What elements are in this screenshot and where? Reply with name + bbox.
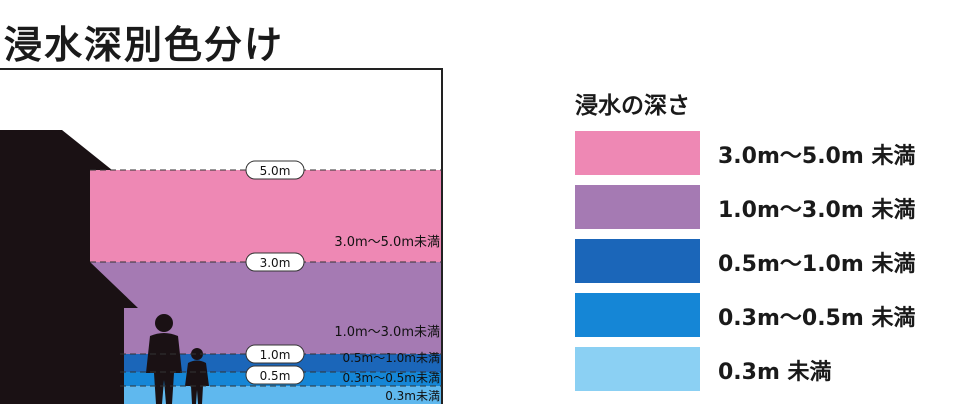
marker-5m-pill: [245, 160, 305, 180]
band-label-3-5m: 3.0m～5.0m未満: [334, 235, 440, 250]
legend-swatch: [575, 347, 700, 391]
legend-swatch: [575, 131, 700, 175]
marker-5m: 5.0m: [260, 164, 291, 178]
band-label-under-0.3m: 0.3m未満: [385, 389, 440, 403]
legend-label: 0.3m～0.5m 未満: [718, 306, 916, 331]
legend-item: 0.3m 未満: [575, 347, 965, 395]
marker-3m-pill: [245, 252, 305, 272]
legend-swatch: [575, 185, 700, 229]
legend-label: 3.0m～5.0m 未満: [718, 144, 916, 169]
legend-item: 1.0m～3.0m 未満: [575, 185, 965, 233]
band-label-0.5-1m: 0.5m～1.0m未満: [342, 351, 440, 365]
band-label-1-3m: 1.0m～3.0m未満: [334, 325, 440, 340]
legend-title: 浸水の深さ: [575, 93, 690, 119]
marker-0.5m: 0.5m: [260, 369, 291, 383]
person-child-icon: [185, 348, 209, 404]
marker-3m: 3.0m: [260, 256, 291, 270]
band-label-0.3-0.5m: 0.3m～0.5m未満: [342, 371, 440, 385]
marker-1m-pill: [245, 344, 305, 364]
house-lower: [0, 262, 138, 404]
legend-label: 1.0m～3.0m 未満: [718, 198, 916, 223]
page-title: 浸水深別色分け: [4, 23, 285, 67]
marker-0.5m-pill: [245, 365, 305, 385]
legend-swatch: [575, 239, 700, 283]
house-upper: [0, 130, 112, 262]
flood-depth-diagram: 5.0m 3.0m 1.0m 0.5m 3.0m～5.0m未満 1.0m～3.0…: [0, 68, 443, 404]
legend-swatch: [575, 293, 700, 337]
legend-item: 3.0m～5.0m 未満: [575, 131, 965, 179]
band-3-5m: [90, 170, 442, 262]
legend-label: 0.5m～1.0m 未満: [718, 252, 916, 277]
legend-item: 0.5m～1.0m 未満: [575, 239, 965, 287]
legend-item: 0.3m～0.5m 未満: [575, 293, 965, 341]
marker-1m: 1.0m: [260, 348, 291, 362]
legend-label: 0.3m 未満: [718, 360, 832, 385]
